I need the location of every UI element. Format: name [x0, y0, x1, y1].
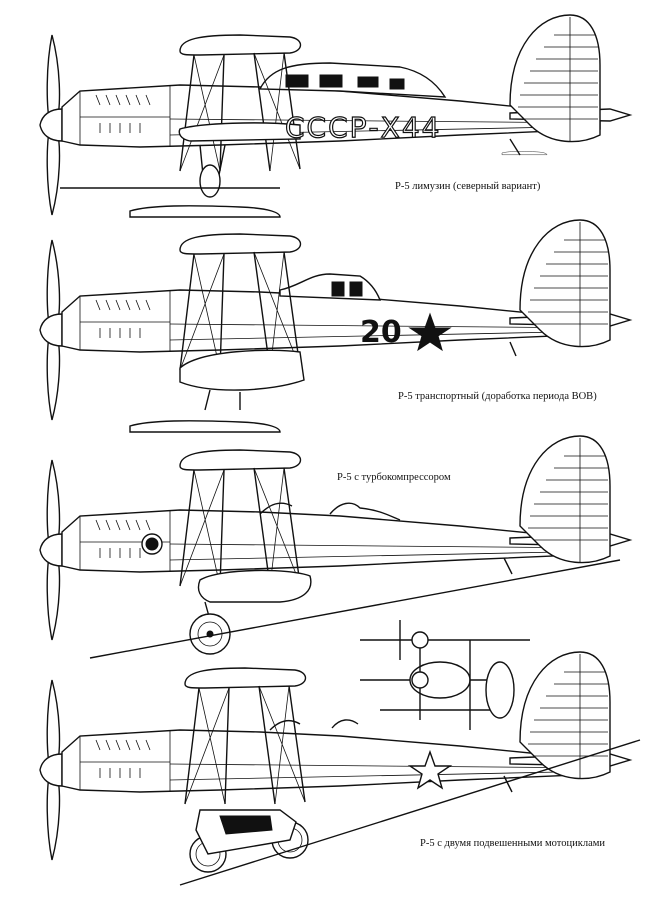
aircraft-limousine: СССР-Х44: [39, 14, 631, 218]
caption-turbocharger: Р-5 с турбокомпрессором: [337, 472, 451, 483]
aircraft-marking-limousine: СССР-Х44: [285, 111, 441, 144]
aircraft-transport: 20: [39, 219, 631, 433]
caption-limousine: Р-5 лимузин (северный вариант): [395, 181, 541, 192]
caption-transport: Р-5 транспортный (доработка периода ВОВ): [398, 391, 597, 402]
aircraft-marking-transport: 20: [360, 315, 402, 350]
gun-turret-detail: [360, 620, 530, 730]
caption-motorcycles: Р-5 с двумя подвешенными мотоциклами: [420, 838, 606, 849]
aircraft-motorcycles: [39, 651, 631, 873]
aircraft-turbocharger: [39, 435, 631, 655]
